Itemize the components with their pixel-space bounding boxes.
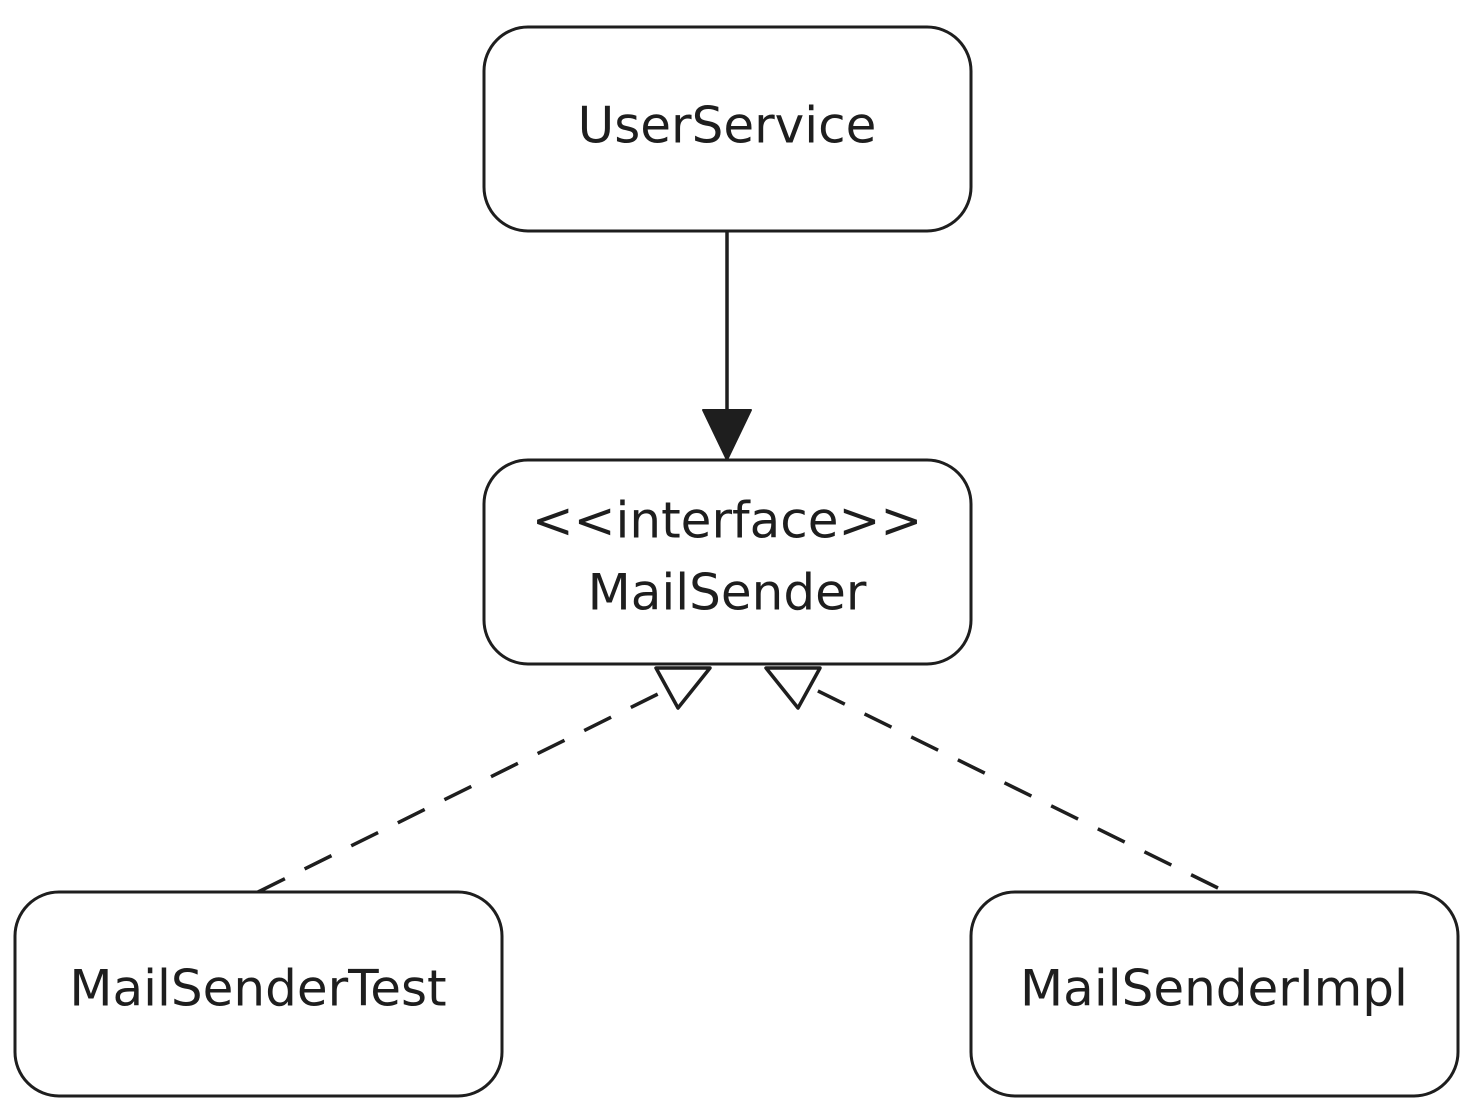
node-box (482, 25, 973, 233)
node-mailsenderimpl[interactable]: MailSenderImpl (969, 890, 1460, 1098)
node-mailsender-interface[interactable]: <<interface>> MailSender (482, 458, 973, 666)
node-label: MailSenderTest (69, 960, 446, 1018)
hollow-triangle-head-test (654, 666, 712, 710)
node-mailsendertest[interactable]: MailSenderTest (13, 890, 504, 1098)
node-box (13, 890, 504, 1098)
edge-mailsendertest-to-mailsender (257, 666, 712, 894)
node-box (482, 458, 973, 666)
filled-arrowhead (702, 409, 752, 461)
node-stereotype: <<interface>> (532, 492, 923, 550)
node-label: UserService (578, 97, 877, 155)
node-box (969, 890, 1460, 1098)
node-userservice[interactable]: UserService (482, 25, 973, 233)
realization-line-impl (815, 688, 1219, 890)
edge-userservice-to-mailsender (702, 232, 752, 461)
realization-line-test (257, 690, 663, 894)
hollow-triangle-head-impl (764, 666, 822, 710)
edge-mailsenderimpl-to-mailsender (764, 666, 1219, 890)
node-label: MailSender (588, 564, 867, 622)
node-label: MailSenderImpl (1020, 960, 1408, 1018)
